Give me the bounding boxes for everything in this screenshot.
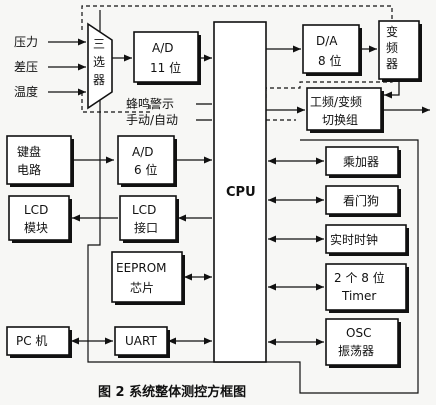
timer-label-1: 2 个 8 位 (334, 270, 385, 285)
switch-group-label-1: 工频/变频 (310, 94, 362, 109)
inverter-label-3: 器 (386, 57, 398, 71)
lcd-interface-label-2: 接口 (134, 220, 158, 235)
inverter-label-1: 变 (386, 24, 398, 39)
figure-caption: 图 2 系统整体测控方框图 (98, 384, 246, 400)
lcd-module-block (8, 195, 70, 241)
rtc-label: 实时时钟 (330, 232, 378, 247)
input-label-pressure: 压力 (14, 35, 38, 49)
osc-label-2: 振荡器 (338, 344, 374, 358)
lcd-interface-block (119, 195, 177, 241)
cpu-block (213, 21, 267, 363)
cpu-label: CPU (226, 185, 256, 200)
selector-label-2: 选 (93, 55, 105, 69)
lcd-interface-label-1: LCD (132, 203, 156, 217)
adc6-label: A/D (132, 145, 154, 159)
dac8-block (302, 24, 360, 74)
selector-label-1: 三 (93, 37, 105, 51)
pc-label: PC 机 (16, 334, 47, 348)
dac8-bits: 8 位 (318, 53, 341, 68)
selector-block (87, 22, 113, 110)
manual-auto-label: 手动/自动 (126, 113, 178, 127)
lcd-module-label-1: LCD (24, 203, 48, 217)
keyboard-block (6, 135, 72, 185)
timer-block (325, 263, 407, 311)
input-label-temperature: 温度 (14, 84, 38, 99)
osc-label-1: OSC (346, 326, 371, 340)
control-loop-dashed (81, 5, 393, 30)
adc6-bits: 6 位 (134, 162, 157, 177)
keyboard-label-1: 键盘 (17, 144, 41, 159)
keyboard-label-2: 电路 (17, 162, 41, 177)
board-bus-outline (87, 10, 419, 394)
switch-group-label-2: 切换组 (322, 113, 358, 127)
wire-inverter-switch (384, 80, 400, 99)
dac8-label: D/A (316, 34, 338, 48)
adc11-bits: 11 位 (150, 60, 181, 75)
uart-label: UART (125, 334, 157, 348)
watchdog-label: 看门狗 (343, 193, 379, 208)
adc6-block (117, 135, 175, 185)
multiplier-block (325, 146, 399, 176)
adc11-label: A/D (152, 41, 174, 55)
eeprom-label-2: 芯片 (130, 281, 154, 295)
inverter-block (378, 20, 420, 80)
control-loop-dashed-2 (81, 92, 151, 113)
pc-block (6, 326, 70, 356)
buzzer-alarm-label: 蜂鸣警示 (126, 96, 174, 111)
watchdog-block (325, 185, 399, 215)
rtc-block (325, 224, 407, 254)
inverter-label-2: 频 (386, 41, 398, 55)
uart-block (114, 326, 168, 356)
lcd-module-label-2: 模块 (24, 221, 48, 235)
eeprom-block (111, 251, 183, 303)
eeprom-label-1: EEPROM (116, 261, 167, 275)
multiplier-label: 乘加器 (343, 155, 379, 169)
adc11-block (133, 31, 199, 83)
switch-group-block (306, 87, 382, 131)
osc-block (325, 318, 399, 366)
selector-label-3: 器 (93, 73, 105, 87)
input-label-diff-pressure: 差压 (14, 60, 38, 74)
timer-label-2: Timer (341, 289, 376, 303)
